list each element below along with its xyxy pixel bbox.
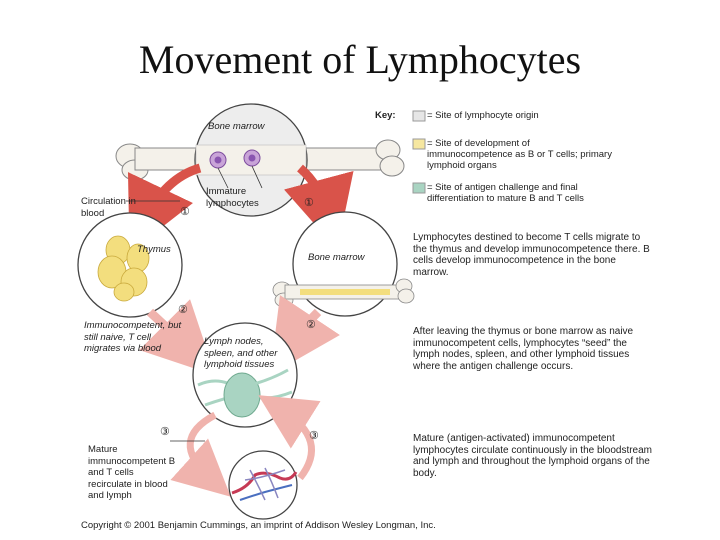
arrow-recirculate-right <box>258 395 321 481</box>
description-step-2: After leaving the thymus or bone marrow … <box>413 326 634 372</box>
step-2-right: ② <box>306 319 316 331</box>
capillary-network <box>231 467 298 501</box>
description-step-1: Lymphocytes destined to become T cells m… <box>413 232 650 278</box>
key-item-antigen: = Site of antigen challenge and final di… <box>427 182 584 205</box>
arrow-recirculate-left <box>170 411 231 497</box>
label-mature: Mature immunocompetent B and T cells rec… <box>88 444 176 501</box>
key-swatch-origin <box>412 110 426 122</box>
label-immunocompetent: Immunocompetent, but still naive, T cell… <box>84 320 182 354</box>
label-bone-marrow-right: Bone marrow <box>308 252 365 263</box>
page-title: Movement of Lymphocytes <box>138 37 582 82</box>
label-immature-lymphocytes: Immature lymphocytes <box>206 186 259 209</box>
arrow-to-bone-marrow <box>283 164 354 250</box>
arrow-thymus-to-lymph <box>139 299 216 376</box>
key-label: Key: <box>375 110 396 121</box>
step-1-right: ① <box>304 197 314 209</box>
bone-marrow-right-circle <box>292 211 398 317</box>
key-item-origin: = Site of lymphocyte origin <box>427 110 539 121</box>
step-2-left: ② <box>178 304 188 316</box>
label-bone-marrow-top: Bone marrow <box>208 121 265 132</box>
copyright-notice: Copyright © 2001 Benjamin Cummings, an i… <box>81 520 436 531</box>
description-step-3: Mature (antigen-activated) immunocompete… <box>413 433 653 479</box>
capillary-circle <box>228 450 298 520</box>
step-3-left: ③ <box>160 426 170 438</box>
step-1-left: ① <box>180 206 190 218</box>
label-lymph-nodes: Lymph nodes, spleen, and other lymphoid … <box>204 336 278 370</box>
arrow-marrow-to-lymph <box>270 295 340 375</box>
label-thymus: Thymus <box>137 244 171 255</box>
key-swatch-development <box>412 138 426 150</box>
arrow-to-thymus <box>127 163 202 253</box>
key-item-development: = Site of development of immunocompetenc… <box>427 138 612 172</box>
step-3-right: ③ <box>309 430 319 442</box>
key-swatch-antigen <box>412 182 426 194</box>
thymus-organ <box>97 235 150 302</box>
label-circulation-in-blood: Circulation in blood <box>81 196 136 219</box>
